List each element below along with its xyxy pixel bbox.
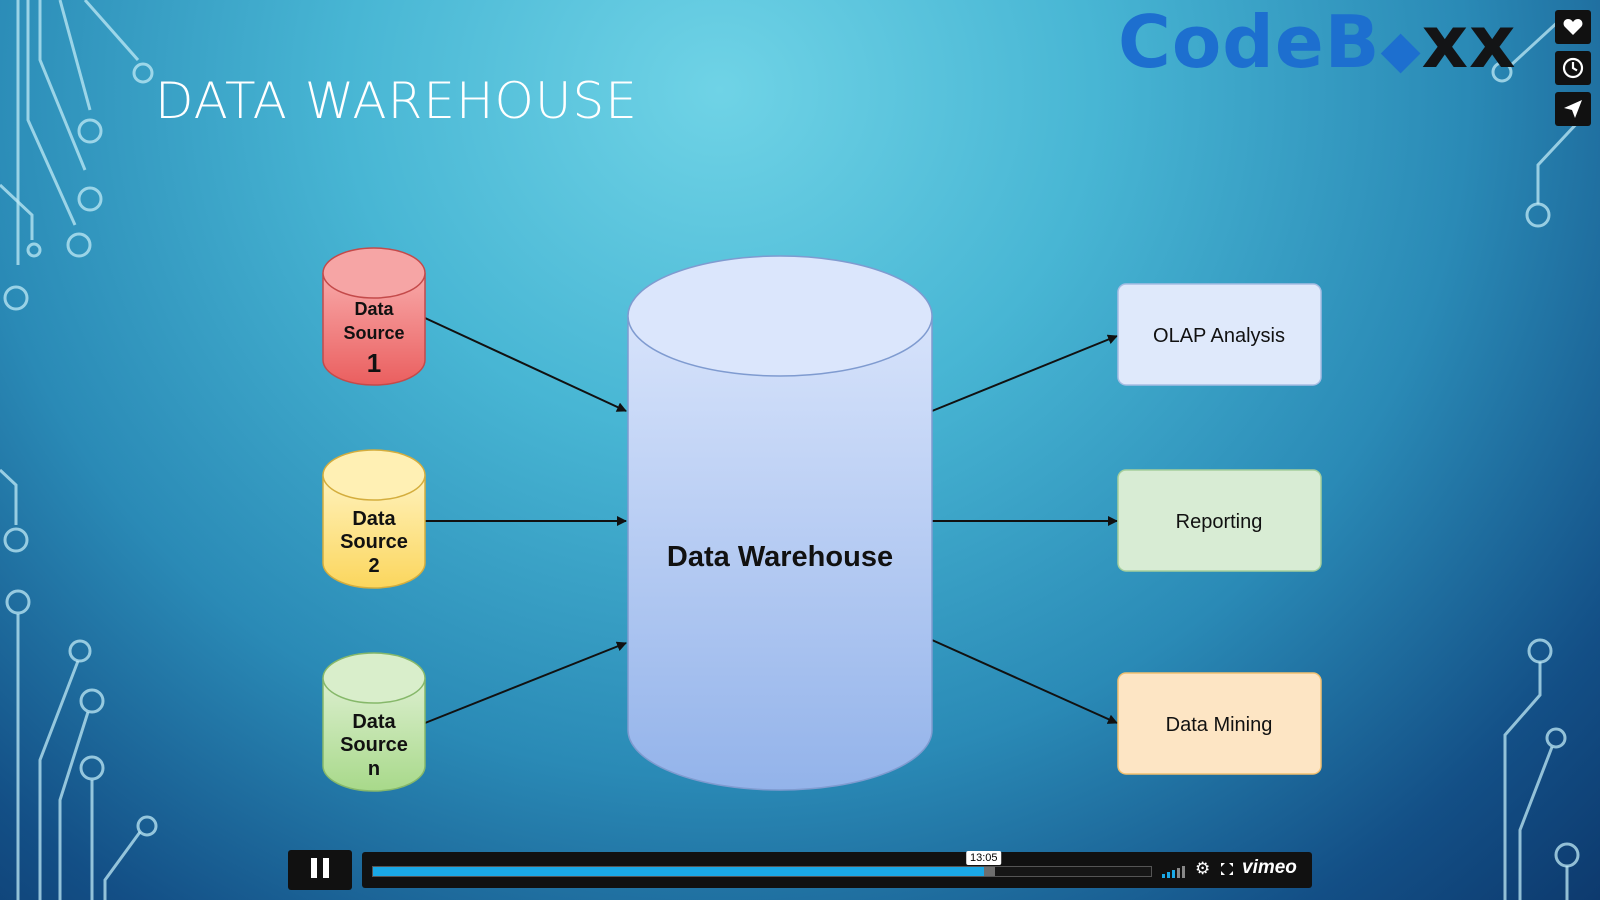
progress-bar[interactable]: 13:05 bbox=[372, 851, 1152, 877]
data-source-2-label-line1: Data bbox=[352, 508, 396, 530]
arrow-source-1-to-warehouse bbox=[424, 317, 627, 412]
data-mining-label: Data Mining bbox=[1166, 714, 1273, 736]
pause-button[interactable] bbox=[288, 850, 352, 890]
reporting-label: Reporting bbox=[1176, 511, 1263, 533]
data-source-n-label-line1: Data bbox=[352, 711, 396, 733]
side-button-group bbox=[1555, 10, 1591, 133]
volume-icon[interactable] bbox=[1162, 864, 1186, 878]
data-source-1-cylinder: Data Source 1 bbox=[322, 247, 426, 386]
current-time-label: 13:05 bbox=[965, 851, 1002, 865]
control-strip: 13:05 ⚙ vimeo bbox=[362, 851, 1312, 888]
data-source-2-label-line3: 2 bbox=[368, 555, 379, 577]
logo-cube-icon: ◆ bbox=[1380, 20, 1422, 80]
data-source-n-label-line3: n bbox=[368, 758, 380, 780]
olap-analysis-box: OLAP Analysis bbox=[1117, 283, 1322, 386]
heart-icon bbox=[1563, 19, 1583, 35]
arrow-warehouse-to-data-mining bbox=[931, 639, 1118, 724]
vimeo-logo[interactable]: vimeo bbox=[1242, 857, 1297, 878]
codeboxx-logo: CodeB◆xx bbox=[1118, 6, 1516, 78]
data-source-n-cylinder: Data Source n bbox=[322, 652, 426, 792]
clock-icon bbox=[1562, 57, 1584, 79]
data-mining-box: Data Mining bbox=[1117, 672, 1322, 775]
pause-icon bbox=[308, 858, 332, 882]
data-source-1-label-line3: 1 bbox=[367, 348, 381, 378]
data-source-n-label-line2: Source bbox=[340, 734, 408, 756]
data-source-1-label-line1: Data bbox=[354, 299, 394, 319]
slide-title: DATA WAREHOUSE bbox=[155, 72, 638, 130]
olap-analysis-label: OLAP Analysis bbox=[1153, 325, 1285, 347]
data-source-1-label-line2: Source bbox=[343, 323, 404, 343]
fullscreen-icon[interactable] bbox=[1220, 862, 1234, 876]
data-warehouse-label: Data Warehouse bbox=[667, 541, 893, 573]
watch-later-button[interactable] bbox=[1555, 51, 1591, 85]
like-button[interactable] bbox=[1555, 10, 1591, 44]
reporting-box: Reporting bbox=[1117, 469, 1322, 572]
data-source-2-cylinder: Data Source 2 bbox=[322, 449, 426, 589]
progress-played bbox=[373, 867, 984, 876]
logo-text-code: CodeB bbox=[1118, 0, 1381, 84]
logo-text-xx: xx bbox=[1421, 0, 1517, 84]
video-player-controls: 13:05 ⚙ vimeo bbox=[288, 850, 1312, 890]
data-warehouse-cylinder: Data Warehouse bbox=[627, 255, 933, 791]
send-icon bbox=[1564, 100, 1582, 118]
data-source-2-label-line2: Source bbox=[340, 531, 408, 553]
arrow-source-n-to-warehouse bbox=[424, 641, 627, 724]
settings-gear-icon[interactable]: ⚙ bbox=[1195, 859, 1211, 879]
share-button[interactable] bbox=[1555, 92, 1591, 126]
arrow-warehouse-to-olap bbox=[931, 334, 1118, 412]
